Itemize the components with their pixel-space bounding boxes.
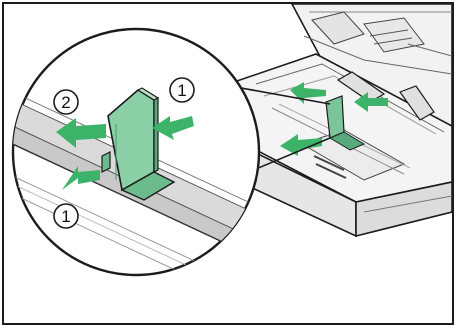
step-callout-top-right: 1 <box>170 78 194 102</box>
step-callout-bottom-left: 1 <box>54 204 78 228</box>
svg-text:1: 1 <box>61 207 70 226</box>
magnified-view <box>4 29 274 316</box>
svg-text:2: 2 <box>61 93 70 112</box>
illustration-frame: 1 2 1 <box>2 2 454 325</box>
tray-side-guide[interactable] <box>326 96 344 138</box>
step-callout-top-left: 2 <box>54 90 78 114</box>
paper-tray-guide-illustration: 1 2 1 <box>4 4 452 323</box>
svg-text:1: 1 <box>177 81 186 100</box>
release-lever[interactable] <box>102 152 110 172</box>
